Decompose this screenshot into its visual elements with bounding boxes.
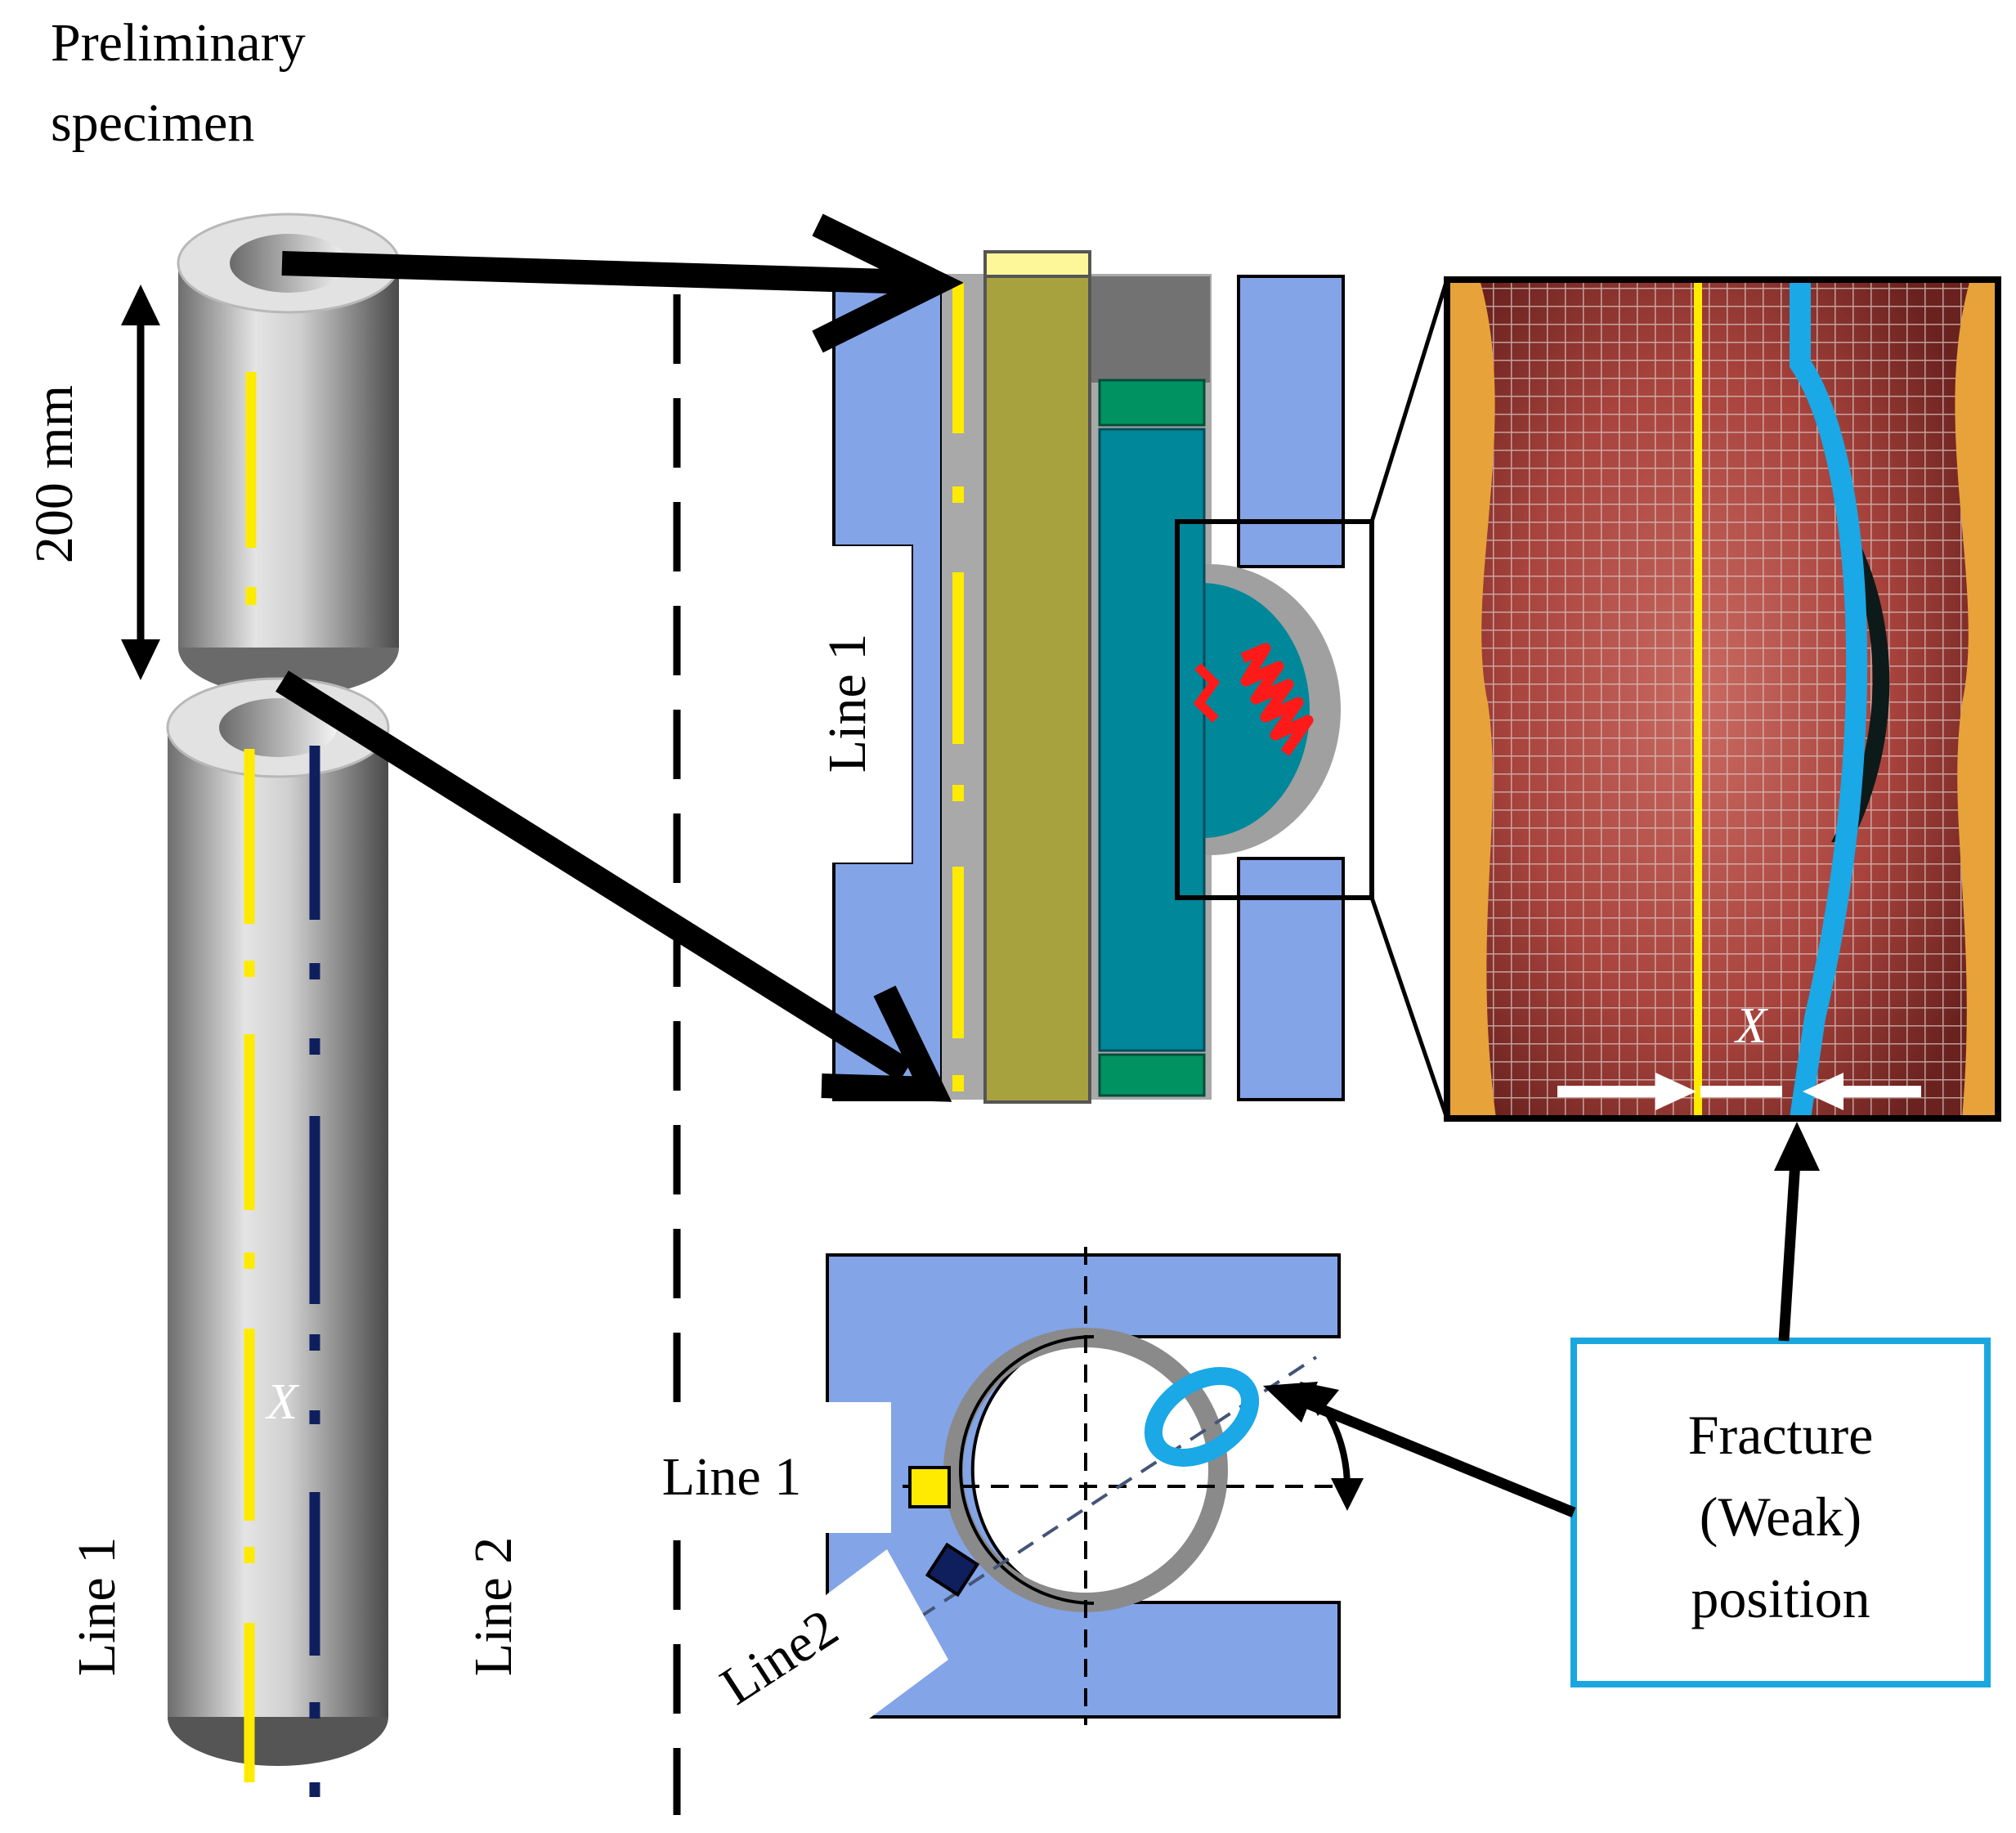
fracture-position-box: Fracture (Weak) position xyxy=(1570,1338,1991,1687)
line2-specimen-label: Line 2 xyxy=(464,1537,523,1676)
preliminary-label-2: specimen xyxy=(51,93,254,153)
section-view xyxy=(832,250,1374,1104)
fracture-photo xyxy=(1444,276,2001,1122)
x-photo-label: X xyxy=(1733,998,1768,1054)
top-view xyxy=(826,1247,1345,1725)
long-tube-specimen xyxy=(166,677,390,1797)
line1-section-label: Line 1 xyxy=(818,634,877,773)
fracture-label-1: Fracture xyxy=(1688,1404,1874,1466)
crack-icon xyxy=(1240,643,1314,756)
preliminary-specimen xyxy=(177,213,401,697)
fracture-label-3: position xyxy=(1691,1567,1870,1629)
arrow-right-icon-2 xyxy=(276,670,952,1102)
arrow-right-icon xyxy=(281,213,964,353)
zoom-box xyxy=(1175,519,1374,900)
preliminary-label-1: Preliminary xyxy=(51,13,306,73)
pointer-arrow-up xyxy=(1774,1122,1820,1342)
fracture-label-2: (Weak) xyxy=(1700,1486,1861,1548)
length-double-arrow-icon xyxy=(121,285,160,680)
line1-specimen-label: Line 1 xyxy=(67,1537,127,1676)
pointer-arrow-ellipse xyxy=(1263,1382,1576,1518)
x-specimen-label: X xyxy=(264,1374,299,1430)
length-label: 200 mm xyxy=(25,385,84,563)
line1-top-view-label: Line 1 xyxy=(662,1447,801,1507)
